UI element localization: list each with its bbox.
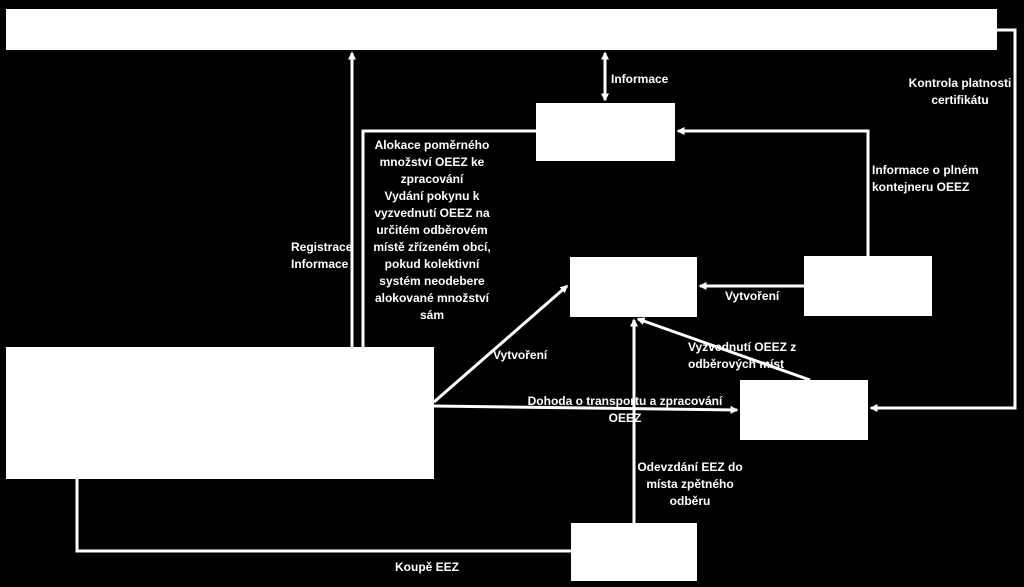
collection-point-node [570,257,697,317]
label-dohoda-line: Dohoda o transportu a zpracování [527,394,723,408]
kontrola-arrow [869,28,1017,412]
label-vyzvednuti-line: odběrových míst [688,357,785,371]
label-alokace-line: vyzvednutí OEEZ na [374,206,490,220]
label-vyzvednuti-line: Vyzvednutí OEEZ z [688,340,797,354]
label-kontrola-line: Kontrola platnosti [908,76,1012,90]
label-alokace-line: množství OEEZ ke [379,155,485,169]
koupe-line [75,479,571,553]
label-alokace-line: Vydání pokynu k [384,189,480,203]
label-informace-top: Informace [611,72,669,86]
label-alokace-line: místě zřízeném obcí, [373,240,491,254]
label-vyzvednuti: Vyzvednutí OEEZ z odběrových míst [688,339,796,373]
label-kontrola-line: certifikátu [931,93,989,107]
label-kontrola: Kontrola platnosti certifikátu [905,75,1015,109]
label-odevzdani-line: odběru [669,494,711,508]
label-alokace: Alokace poměrného množství OEEZ ke zprac… [362,137,502,324]
label-koupe: Koupě EEZ [395,560,460,574]
alokace-arrow [361,129,536,347]
label-registrace: Registrace Informace [291,239,352,273]
label-odevzdani-line: Odevzdání EEZ do [637,460,743,474]
dohoda-arrow [433,404,739,414]
label-registrace-line: Informace [291,257,349,271]
label-plny-kontejner-line: kontejneru OEEZ [872,180,970,194]
label-plny-kontejner-line: Informace o plném [872,163,979,177]
municipality-node [804,256,932,316]
label-alokace-line: pokud kolektivní [384,257,480,271]
label-odevzdani: Odevzdání EEZ do místa zpětného odběru [626,459,754,510]
label-vytvoreni-left: Vytvoření [493,348,548,362]
label-alokace-line: systém neodebere [379,274,485,288]
plny-kontejner-arrow [676,127,870,256]
consumer-node [571,523,697,581]
vyzvednuti-arrow [636,317,811,382]
label-vytvoreni-right: Vytvoření [725,289,780,303]
vytvoreni-left-arrow [433,284,569,404]
label-alokace-line: určitém odběrovém [376,223,488,237]
label-alokace-line: Alokace poměrného [374,138,490,152]
coordination-center-node [536,103,675,161]
producer-node [6,347,434,479]
processor-node [740,380,868,440]
label-alokace-line: sám [419,308,445,322]
label-plny-kontejner: Informace o plném kontejneru OEEZ [872,162,979,196]
label-dohoda-line: OEEZ [608,411,642,425]
label-registrace-line: Registrace [291,240,353,254]
label-alokace-line: alokované množství [374,291,490,305]
label-odevzdani-line: místa zpětného [646,477,734,491]
label-dohoda: Dohoda o transportu a zpracování OEEZ [510,393,740,427]
label-alokace-line: zpracování [400,172,464,186]
top-bar-node [6,9,997,50]
